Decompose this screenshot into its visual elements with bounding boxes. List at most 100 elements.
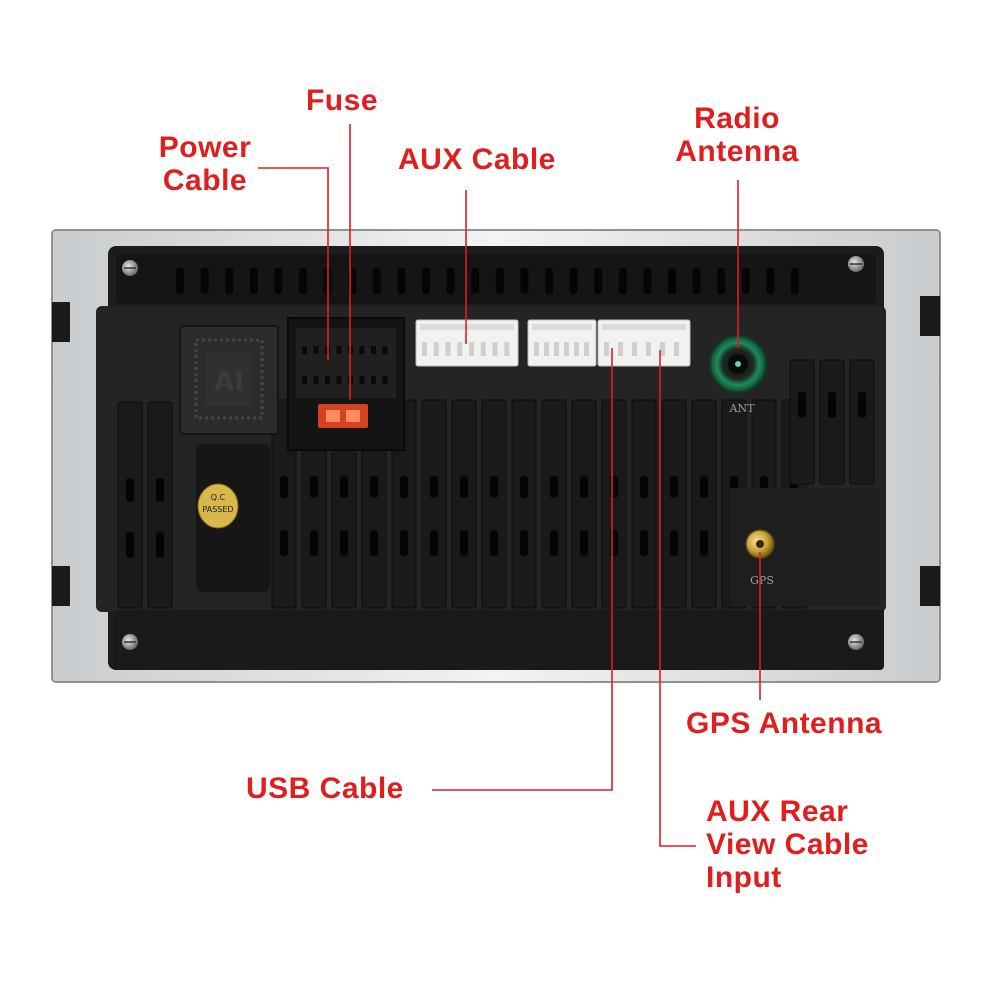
connector-slot	[480, 342, 486, 356]
fin-slot	[550, 476, 558, 498]
top-vent-slot	[200, 268, 209, 294]
connector-slot	[604, 342, 609, 356]
top-vent-slot	[791, 268, 799, 294]
fin-slot	[310, 530, 318, 556]
connector-slot	[674, 342, 679, 356]
fin-slot	[126, 478, 134, 502]
fin	[541, 399, 567, 609]
fin-slot	[700, 476, 708, 498]
callout-gps-antenna: GPS Antenna	[686, 707, 883, 740]
connector-slot	[469, 342, 474, 356]
top-vents	[176, 268, 799, 294]
connector-slot	[574, 342, 579, 356]
ai-chip: AI	[179, 325, 279, 435]
power-harness-connector	[287, 317, 405, 451]
top-vent-slot	[372, 268, 381, 294]
callout-radio-antenna: Radio Antenna	[675, 102, 799, 168]
top-vent-slot	[422, 268, 430, 294]
connector-pin	[336, 346, 342, 354]
fin-slot	[670, 530, 678, 556]
fin-slot	[156, 478, 164, 502]
top-vent-slot	[471, 268, 480, 294]
fin	[451, 399, 477, 609]
fin-slot	[580, 530, 588, 556]
screw-bottom-left	[122, 634, 138, 650]
screw-bottom-right	[848, 634, 864, 650]
fin	[271, 399, 297, 609]
connector-slot	[492, 342, 498, 356]
right-fin-slot	[828, 392, 836, 418]
fin-slot	[520, 476, 528, 498]
fin	[571, 399, 597, 609]
fin	[481, 399, 507, 609]
fin-slot	[550, 530, 558, 556]
qc-label-line2: PASSED	[202, 505, 233, 514]
top-vent-slot	[545, 268, 553, 294]
fin	[601, 399, 627, 609]
connector-slot	[554, 342, 559, 356]
fin-slot	[460, 476, 468, 498]
connector-pin	[313, 346, 319, 354]
connector-pin	[371, 346, 376, 354]
connector-pin	[382, 346, 388, 354]
screw-top-left	[122, 260, 138, 276]
leader-aux-rear-view	[659, 350, 696, 847]
callout-aux-rear-view: AUX Rear View Cable Input	[706, 795, 869, 894]
connector-pin	[325, 376, 330, 384]
fin	[421, 399, 447, 609]
connector-slot	[504, 342, 510, 356]
fin-slot	[460, 530, 468, 556]
connector-slot	[457, 342, 463, 356]
top-vent-slot	[741, 268, 750, 294]
fin-slot	[310, 476, 318, 498]
callout-power-cable: Power Cable	[158, 131, 252, 197]
connector-pin	[302, 346, 307, 354]
connector-slot	[445, 342, 451, 356]
leader-power-cable	[258, 167, 329, 360]
top-vent-slot	[520, 268, 529, 294]
fin-slot	[640, 530, 648, 556]
top-vent-slot	[692, 268, 701, 294]
fin-slot	[490, 476, 498, 498]
fin-slot	[126, 532, 134, 558]
connector-slot	[422, 342, 427, 356]
fin-slot	[700, 530, 708, 556]
top-vent-slot	[225, 268, 234, 294]
cooling-fins	[117, 399, 807, 609]
fin-slot	[430, 476, 438, 498]
fin	[511, 399, 537, 609]
fin	[661, 399, 687, 609]
connector-slot	[646, 342, 651, 356]
connector-latch	[420, 324, 514, 330]
top-vent-slot	[397, 268, 406, 294]
top-vent-slot	[668, 268, 676, 294]
callout-fuse: Fuse	[305, 84, 379, 117]
right-fin	[849, 359, 875, 485]
fin-slot	[340, 476, 348, 498]
connector-pin	[302, 376, 307, 384]
right-fins	[789, 359, 875, 485]
connector-pin	[371, 376, 376, 384]
top-vent-slot	[618, 268, 627, 294]
fuse-element	[318, 404, 368, 428]
fin-slot	[400, 530, 408, 556]
fin-slot	[640, 476, 648, 498]
ant-marking: ANT	[729, 402, 756, 415]
right-fin	[789, 359, 815, 485]
connector-slot	[618, 342, 623, 356]
right-fin-slot	[798, 392, 806, 418]
fin-slot	[156, 532, 164, 558]
connector-latch	[602, 324, 686, 330]
connector-slot	[660, 342, 665, 356]
lower-panel	[114, 610, 884, 670]
connector-pin	[359, 346, 365, 354]
right-fin-slot	[858, 392, 866, 418]
gps-antenna-jack: GPS	[745, 529, 775, 587]
connector-slot	[544, 342, 549, 356]
fin-slot	[490, 530, 498, 556]
fin	[691, 399, 717, 609]
left-bracket	[52, 302, 70, 342]
fin-slot	[370, 476, 378, 498]
top-vent-slot	[594, 268, 603, 294]
